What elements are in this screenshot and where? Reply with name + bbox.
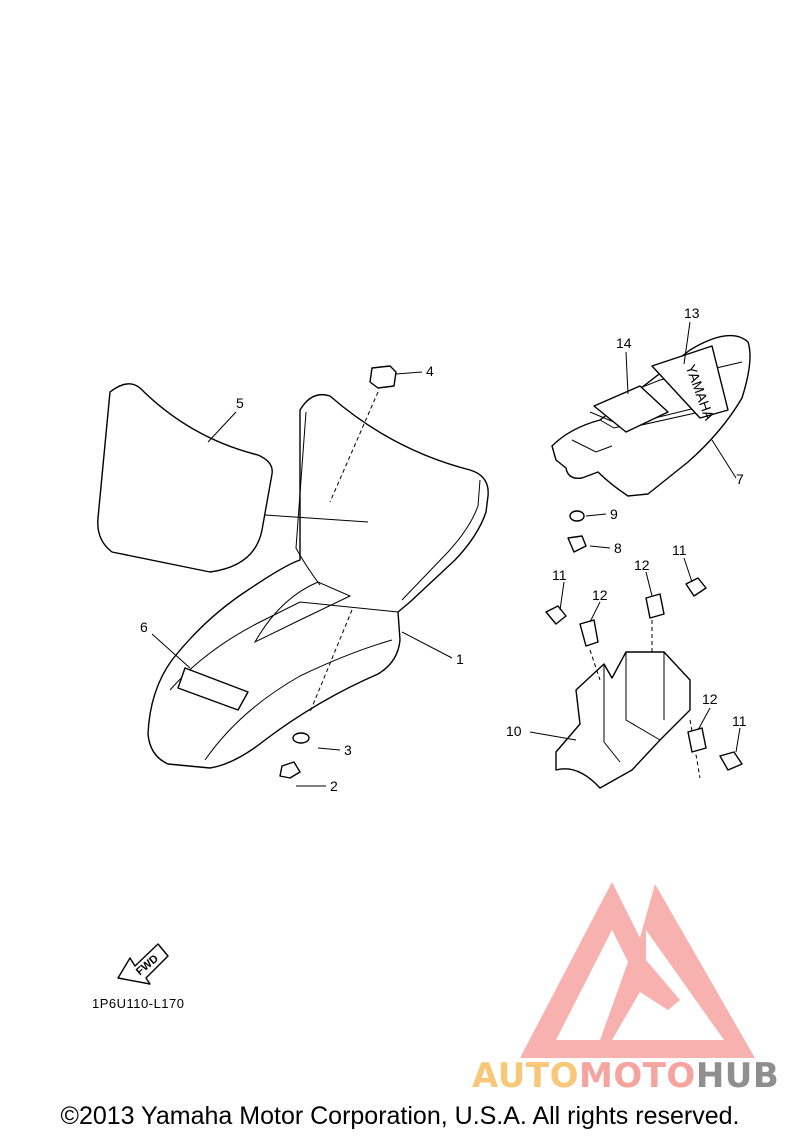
callout-5: 5 — [236, 395, 244, 411]
leader-lines — [151, 321, 741, 787]
watermark-part-3: HUB — [695, 1056, 780, 1096]
part-12-nut-a — [579, 619, 599, 647]
part-13-emblem-strip — [651, 345, 729, 419]
callout-10: 10 — [506, 723, 522, 739]
callout-14: 14 — [616, 335, 632, 351]
callout-1: 1 — [456, 651, 464, 667]
callout-4: 4 — [426, 363, 434, 379]
part-9-collar — [569, 510, 585, 522]
callout-9: 9 — [610, 506, 618, 522]
part-12-nut-b — [645, 593, 665, 619]
part-11-bolt-c — [719, 751, 743, 771]
callout-12-b: 12 — [634, 557, 650, 573]
part-11-bolt-b — [685, 577, 707, 597]
callout-13: 13 — [684, 305, 700, 321]
part-5-seat-pad — [97, 383, 273, 573]
part-14-strap — [593, 385, 669, 433]
callout-11-b: 11 — [672, 542, 687, 558]
part-10-bracket — [555, 651, 691, 789]
callout-11-c: 11 — [732, 713, 747, 729]
part-6-emblem — [177, 667, 249, 711]
part-1-seat — [147, 393, 489, 769]
part-8-bolt — [567, 535, 587, 553]
watermark-text: AUTOMOTOHUB — [472, 1056, 779, 1096]
callout-11-a: 11 — [552, 567, 567, 583]
callout-3: 3 — [344, 742, 352, 758]
part-2-bolt — [279, 761, 301, 779]
callout-8: 8 — [614, 540, 622, 556]
watermark-part-2: MOTO — [578, 1056, 696, 1096]
callout-2: 2 — [330, 778, 338, 794]
part-4-bumper — [369, 365, 397, 389]
callout-labels: 1 2 3 4 5 6 7 8 9 10 11 11 11 12 12 12 1… — [140, 305, 747, 794]
callout-7: 7 — [736, 471, 744, 487]
watermark-part-1: AUTO — [472, 1056, 579, 1096]
part-12-nut-c — [687, 727, 707, 753]
callout-12-a: 12 — [592, 587, 608, 603]
diagram-code: 1P6U110-L170 — [92, 996, 185, 1011]
callout-12-c: 12 — [702, 691, 718, 707]
watermark-logo — [520, 882, 755, 1058]
part-3-collar — [292, 732, 310, 744]
callout-6: 6 — [140, 619, 148, 635]
copyright-notice: ©2013 Yamaha Motor Corporation, U.S.A. A… — [60, 1102, 740, 1130]
fwd-arrow: FWD — [117, 943, 169, 985]
part-11-bolt-a — [545, 605, 567, 625]
